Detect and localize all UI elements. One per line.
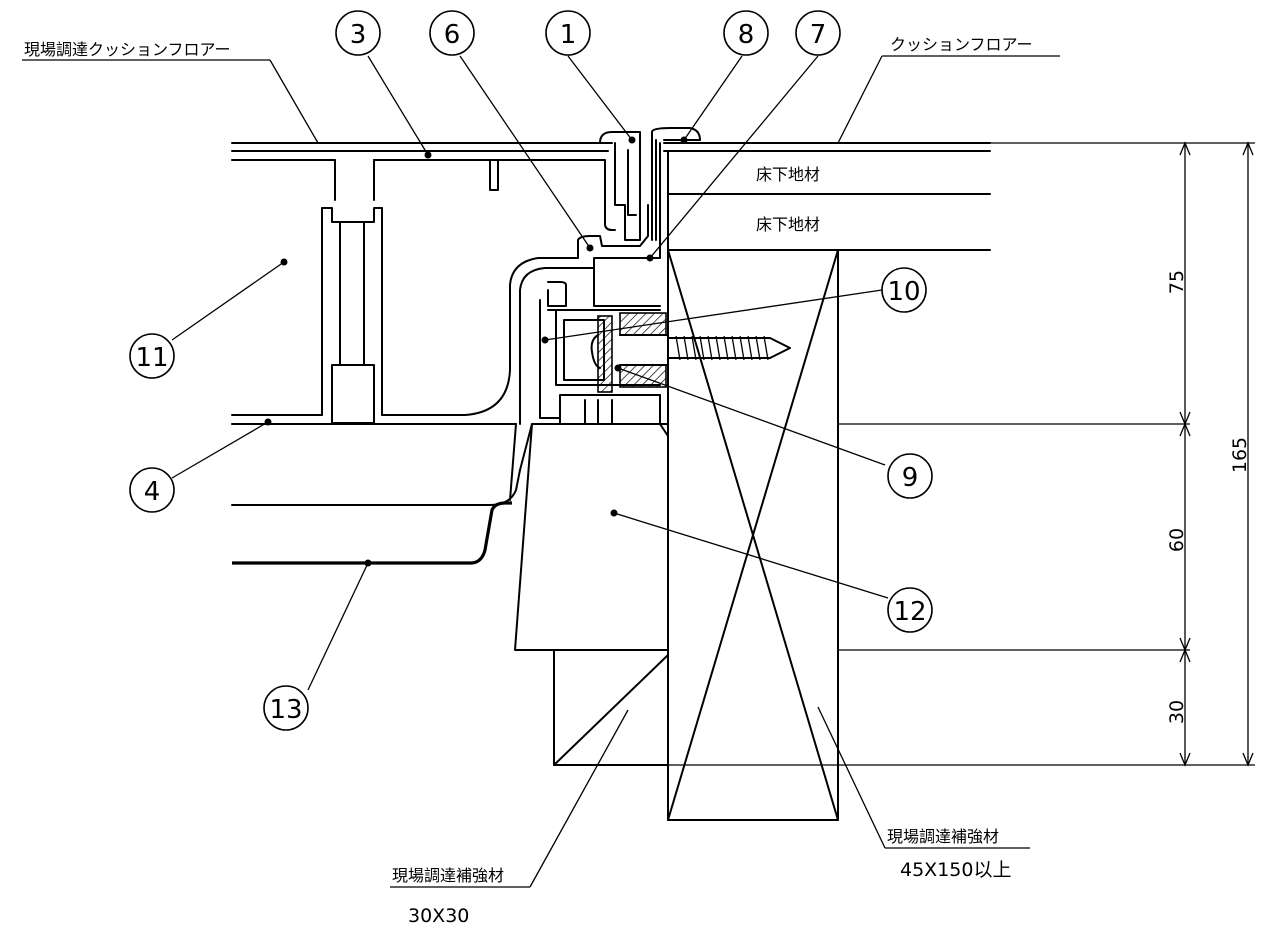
top-cap-1-8 (599, 127, 701, 241)
callout-9: 9 (887, 453, 933, 499)
callout-12: 12 (887, 587, 933, 633)
callout-3: 3 (335, 10, 381, 56)
callout-8: 8 (723, 10, 769, 56)
callout-10: 10 (881, 267, 927, 313)
svg-text:3: 3 (350, 20, 367, 50)
dim-30: 30 (1166, 700, 1188, 724)
svg-text:10: 10 (887, 277, 920, 307)
svg-text:9: 9 (902, 463, 919, 493)
callout-11: 11 (129, 333, 175, 379)
reinforcement-large (667, 249, 839, 821)
callout-4: 4 (129, 467, 175, 513)
callout-13: 13 (263, 685, 309, 731)
reinforcement-small (553, 649, 669, 766)
dim-75: 75 (1166, 270, 1188, 294)
base-block-12 (509, 423, 669, 651)
label-cushion-floor: クッションフロアー (890, 35, 1033, 54)
label-reinforcement-large: 現場調達補強材 (887, 827, 999, 846)
leader-lines (22, 55, 1060, 888)
svg-text:11: 11 (135, 343, 168, 373)
svg-text:6: 6 (444, 20, 461, 50)
dimension-lines (1179, 141, 1254, 767)
label-onsite-cushion-floor: 現場調達クッションフロアー (24, 40, 231, 59)
label-reinforcement-large-size: 45X150以上 (900, 859, 1011, 881)
dim-165: 165 (1229, 437, 1251, 473)
label-subfloor-2: 床下地材 (756, 215, 820, 234)
svg-text:12: 12 (893, 597, 926, 627)
callout-7: 7 (795, 10, 841, 56)
underside-13 (231, 423, 533, 565)
svg-text:4: 4 (144, 477, 161, 507)
leader-dots (264, 136, 688, 567)
callout-6: 6 (429, 10, 475, 56)
svg-text:13: 13 (269, 695, 302, 725)
fixing-screw (590, 312, 791, 393)
edge-profile (539, 142, 669, 425)
dimension-extensions (668, 142, 1255, 766)
dim-60: 60 (1166, 528, 1188, 552)
floor-panel-11 (231, 159, 606, 425)
left-floor-lines (231, 142, 613, 161)
label-subfloor-1: 床下地材 (756, 165, 820, 184)
svg-text:7: 7 (810, 20, 827, 50)
label-reinforcement-small: 現場調達補強材 (392, 866, 504, 885)
svg-text:1: 1 (560, 20, 577, 50)
callout-1: 1 (545, 10, 591, 56)
label-reinforcement-small-size: 30X30 (408, 905, 469, 927)
svg-text:8: 8 (738, 20, 755, 50)
